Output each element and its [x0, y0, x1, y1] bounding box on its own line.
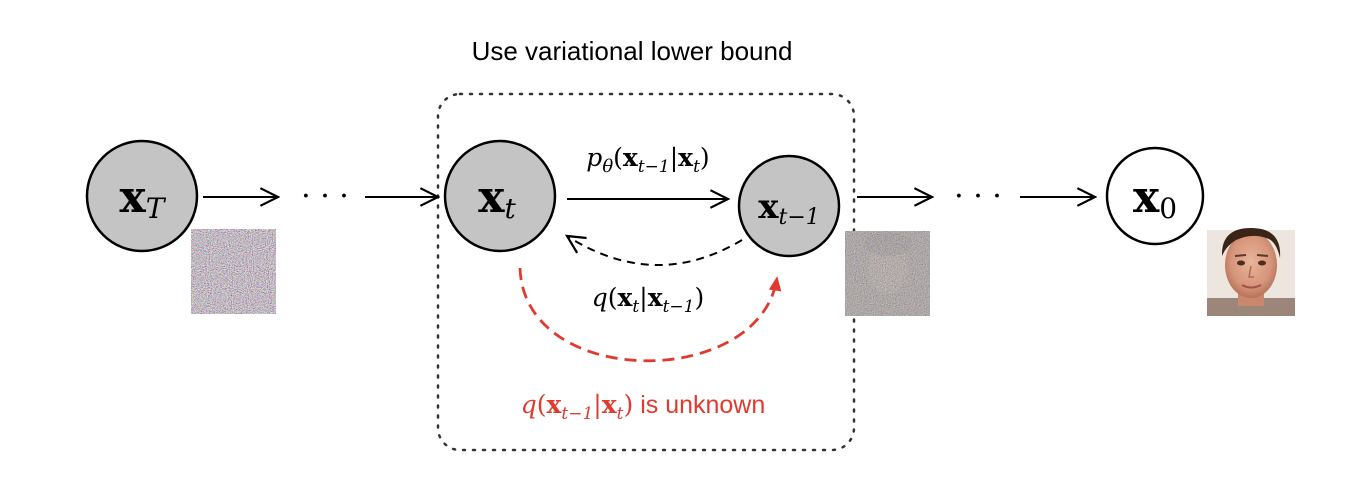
forward-label-x1-sub: t [632, 297, 639, 317]
node-xT-sub: T [146, 192, 167, 225]
unknown-label-x2-sub: t [617, 404, 624, 424]
unknown-label-x2: x [602, 390, 618, 419]
noise-image-xt1 [845, 231, 930, 316]
forward-label-x1: x [618, 283, 634, 312]
svg-text:xt−1: xt−1 [758, 187, 820, 230]
svg-text:xT: xT [120, 172, 167, 225]
reverse-label-theta: θ [602, 156, 613, 177]
forward-label-open: ( [608, 283, 618, 312]
forward-label-q: q [592, 283, 608, 312]
node-x0-sub: 0 [1159, 192, 1177, 225]
unknown-red-arrow [518, 267, 782, 363]
node-xt1-base: x [758, 187, 779, 227]
unknown-label-bar: | [593, 390, 601, 420]
reverse-label-x1: x [623, 143, 639, 172]
reverse-label-close: ) [700, 143, 710, 172]
noise-image-xT [191, 229, 276, 314]
diagram-title: Use variational lower bound [472, 36, 793, 66]
forward-label-x2: x [648, 283, 664, 312]
unknown-label-close: ) [623, 390, 633, 419]
node-xt-base: x [478, 172, 505, 223]
reverse-label-x1-sub: t−1 [638, 157, 670, 177]
node-xt-sub: t [504, 192, 516, 225]
ellipsis-left: · · · [301, 179, 349, 214]
unknown-label-suffix: is unknown [633, 391, 765, 419]
node-xT: xT [85, 139, 199, 253]
reverse-label-p: p [586, 143, 602, 172]
reverse-label-x2-sub: t [693, 157, 700, 177]
node-xt1-sub: t−1 [779, 205, 820, 230]
forward-label-close: ) [695, 283, 705, 312]
node-x0-base: x [1133, 172, 1160, 223]
unknown-label-q: q [521, 390, 537, 419]
forward-dashed-arrow [567, 236, 743, 266]
forward-label-bar: | [639, 283, 647, 313]
node-x0: x0 [1105, 146, 1205, 246]
node-xt1: xt−1 [737, 154, 841, 258]
node-xT-base: x [120, 172, 147, 223]
node-xt: xt [443, 139, 557, 253]
ellipsis-right: · · · [954, 179, 1002, 214]
forward-label: q(xt|xt−1) [592, 283, 705, 317]
reverse-label: pθ(xt−1|xt) [586, 143, 709, 177]
unknown-label: q(xt−1|xt) is unknown [521, 390, 766, 424]
unknown-label-open: ( [537, 390, 547, 419]
reverse-label-bar: | [670, 143, 678, 173]
reverse-label-x2: x [678, 143, 694, 172]
forward-label-x2-sub: t−1 [663, 297, 695, 317]
face-image-x0 [1207, 228, 1295, 316]
unknown-label-x1: x [546, 390, 562, 419]
svg-text:x0: x0 [1133, 172, 1177, 225]
reverse-label-open: ( [613, 143, 623, 172]
unknown-label-x1-sub: t−1 [561, 404, 593, 424]
svg-text:xt: xt [478, 172, 516, 225]
